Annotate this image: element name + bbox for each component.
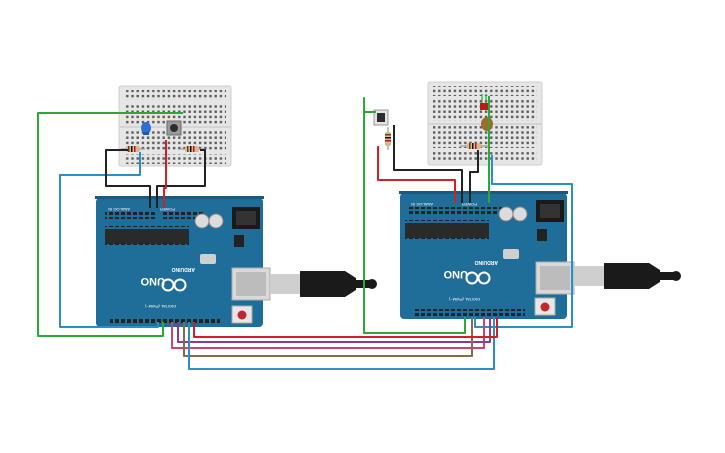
- wire-green-left: [37, 112, 183, 337]
- led-blue[interactable]: [141, 122, 151, 135]
- wire-blue-right: [474, 155, 573, 328]
- capacitor[interactable]: [481, 117, 493, 131]
- wire-black-left-1: [105, 149, 151, 208]
- wire-pink-link: [171, 317, 485, 349]
- wire-black-right-1: [393, 125, 463, 203]
- wire-black-right-2: [469, 150, 479, 203]
- board-brand-label: ARDUINO: [475, 259, 498, 265]
- board-model-label: UNO: [140, 275, 165, 287]
- resistor-right[interactable]: [460, 143, 490, 149]
- pushbutton-left[interactable]: [166, 120, 182, 136]
- board-brand-label: ARDUINO: [172, 266, 195, 272]
- analog-header-label: ANALOG IN: [108, 207, 130, 212]
- power-header-label: POWER: [160, 207, 175, 212]
- wire-red-left: [163, 140, 167, 208]
- usb-cable-left[interactable]: [270, 271, 377, 297]
- wire-blue-link: [188, 317, 495, 370]
- wire-purple-link: [177, 317, 491, 343]
- wire-blue-left: [59, 152, 159, 328]
- wire-red-link: [193, 317, 498, 338]
- wire-green-right: [363, 97, 466, 334]
- wires[interactable]: [37, 96, 573, 370]
- digital-header-label: DIGITAL (PWM~): [144, 304, 176, 309]
- arduino-right[interactable]: UNO ARDUINO DIGITAL (PWM~) POWER ANALOG …: [399, 191, 575, 319]
- power-header-label: POWER: [462, 202, 477, 207]
- board-model-label: UNO: [443, 268, 468, 280]
- wire-red-right: [377, 146, 456, 203]
- arduino-logo-right: [465, 271, 491, 285]
- analog-header-label: ANALOG IN: [411, 202, 433, 207]
- pushbutton-standalone[interactable]: [373, 109, 389, 126]
- wire-black-left-2: [156, 149, 206, 208]
- digital-header-label: DIGITAL (PWM~): [448, 297, 480, 302]
- led-red[interactable]: [480, 94, 488, 110]
- arduino-logo-left: [161, 278, 187, 292]
- arduino-left[interactable]: UNO ARDUINO DIGITAL (PWM~) POWER ANALOG …: [95, 196, 271, 327]
- usb-cable-right[interactable]: [574, 263, 681, 289]
- resistor-standalone[interactable]: [385, 127, 391, 150]
